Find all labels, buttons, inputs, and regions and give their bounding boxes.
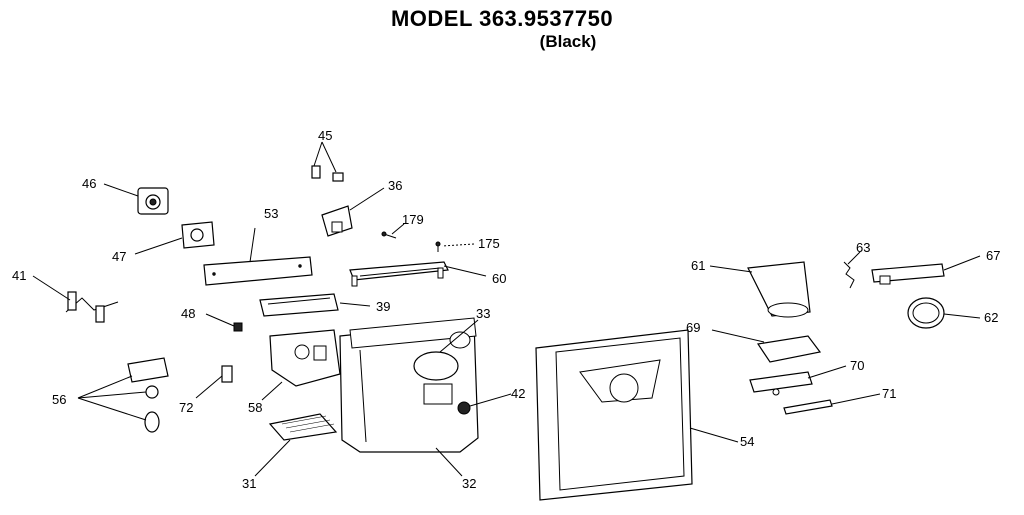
model-variant: (Black) xyxy=(539,32,597,51)
callout-46: 46 xyxy=(82,176,96,191)
part-63-spring xyxy=(843,261,855,289)
model-title: MODEL 363.9537750 xyxy=(390,6,614,31)
callout-69: 69 xyxy=(686,320,700,335)
part-71-rod xyxy=(783,399,833,415)
part-60-rail xyxy=(349,261,449,287)
part-56-motor xyxy=(127,357,169,433)
callout-70: 70 xyxy=(850,358,864,373)
part-33-chute xyxy=(413,331,471,405)
callout-32: 32 xyxy=(462,476,476,491)
callout-45: 45 xyxy=(318,128,332,143)
part-72-clip xyxy=(221,365,233,383)
callout-71: 71 xyxy=(882,386,896,401)
part-67-bracket xyxy=(871,263,945,285)
callout-54: 54 xyxy=(740,434,754,449)
callout-53: 53 xyxy=(264,206,278,221)
callout-175: 175 xyxy=(478,236,500,251)
part-42-knob xyxy=(457,401,471,415)
callout-61: 61 xyxy=(691,258,705,273)
callout-58: 58 xyxy=(248,400,262,415)
part-46-knob-housing xyxy=(137,187,169,215)
callout-33: 33 xyxy=(476,306,490,321)
part-45-clips xyxy=(311,165,344,182)
part-47-bracket xyxy=(181,221,215,249)
callout-63: 63 xyxy=(856,240,870,255)
part-41-lever xyxy=(65,291,119,323)
part-175-screw xyxy=(435,241,441,252)
part-62-gasket xyxy=(907,297,945,329)
part-36-switch xyxy=(321,205,353,237)
callout-56: 56 xyxy=(52,392,66,407)
part-39-cover xyxy=(259,293,339,317)
callout-47: 47 xyxy=(112,249,126,264)
callout-179: 179 xyxy=(402,212,424,227)
part-61-funnel xyxy=(747,261,811,318)
callout-72: 72 xyxy=(179,400,193,415)
part-69-chute-door xyxy=(756,335,822,363)
callout-41: 41 xyxy=(12,268,26,283)
callout-62: 62 xyxy=(984,310,998,325)
part-54-door-panel xyxy=(535,329,693,501)
part-58-housing xyxy=(269,329,341,387)
callout-60: 60 xyxy=(492,271,506,286)
callout-39: 39 xyxy=(376,299,390,314)
callout-31: 31 xyxy=(242,476,256,491)
callout-36: 36 xyxy=(388,178,402,193)
callout-67: 67 xyxy=(986,248,1000,263)
callout-42: 42 xyxy=(511,386,525,401)
leader-lines xyxy=(32,141,981,477)
part-31-drip-tray xyxy=(268,413,338,441)
part-179-screw xyxy=(381,231,397,239)
part-70-actuator xyxy=(749,371,813,396)
part-53-plate xyxy=(203,256,313,286)
callout-48: 48 xyxy=(181,306,195,321)
part-48-clip xyxy=(233,322,243,332)
